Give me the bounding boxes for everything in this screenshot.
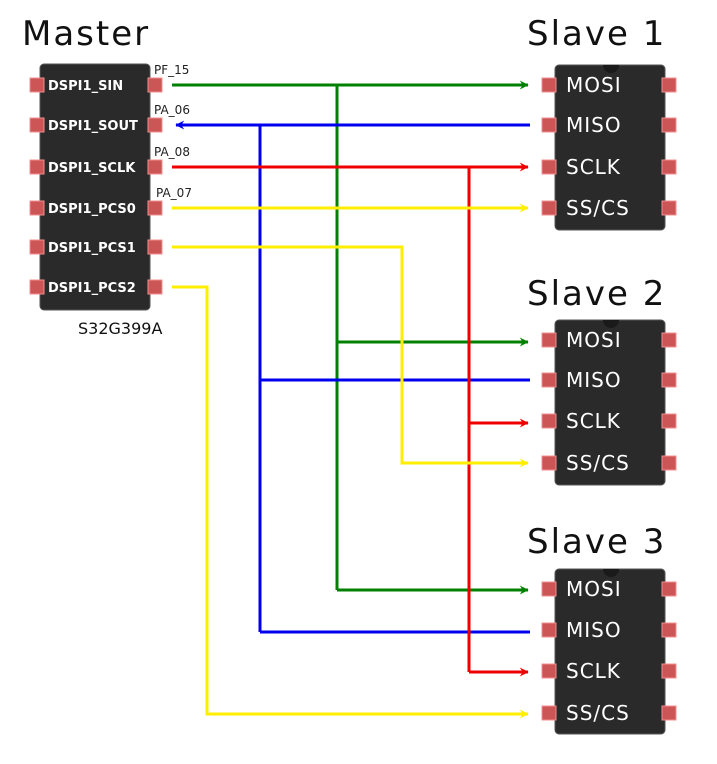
cs-nets [172, 203, 529, 719]
master-pin-label: DSPI1_SCLK [48, 161, 136, 176]
slave-title: Slave 3 [527, 522, 666, 562]
master-pin-right [147, 200, 163, 216]
slave-pin-right [661, 200, 677, 216]
slave-pin-right [661, 622, 677, 638]
slave-pin-left [541, 159, 557, 175]
master-chip-name: S32G399A [78, 319, 162, 338]
master-pin-right [147, 159, 163, 175]
slave-pin-left [541, 663, 557, 679]
master-pin-label: DSPI1_PCS0 [48, 202, 136, 217]
slave-pin-left [541, 622, 557, 638]
master-pin-left [29, 117, 45, 133]
master-pin-label: DSPI1_PCS2 [48, 281, 136, 296]
slave-pin-right [661, 117, 677, 133]
slave-pin-left [541, 332, 557, 348]
slave-pin-left [541, 77, 557, 93]
slave-pin-left [541, 117, 557, 133]
slave-pin-left [541, 455, 557, 471]
master-pin-label: DSPI1_PCS1 [48, 241, 136, 256]
master-pin-left [29, 159, 45, 175]
pcs1-wire-slave2 [172, 245, 529, 468]
slave-3-chip: Slave 3 MOSI MISO SCLK SS/CS [527, 522, 677, 735]
slave-pin-right [661, 159, 677, 175]
miso-net [175, 120, 530, 634]
slave-pin-left [541, 413, 557, 429]
master-pin-left [29, 239, 45, 255]
slave-title: Slave 1 [527, 14, 666, 54]
master-chip: Master DSPI1_SINPF_15DSPI1_SOUTPA_06DSPI… [22, 14, 192, 338]
slave-pin-label: SS/CS [566, 701, 630, 725]
slave-pin-label: MISO [566, 368, 622, 392]
master-pin-left [29, 200, 45, 216]
slave-pin-label: MISO [566, 618, 622, 642]
slave-pin-right [661, 581, 677, 597]
chip-notch [603, 320, 619, 328]
master-pin-label: DSPI1_SOUT [48, 119, 138, 134]
slave-pin-right [661, 663, 677, 679]
slave-pin-left [541, 581, 557, 597]
net-label: PA_06 [154, 103, 190, 117]
slave-pin-label: SS/CS [566, 451, 630, 475]
slave-pin-left [541, 372, 557, 388]
slave-pin-label: MOSI [566, 577, 622, 601]
chip-notch [603, 569, 619, 577]
master-pin-right [147, 77, 163, 93]
chip-notch [603, 65, 619, 73]
slave-title: Slave 2 [527, 274, 666, 314]
slave-pin-right [661, 705, 677, 721]
slave-pin-label: SCLK [566, 155, 621, 179]
sclk-net [172, 162, 529, 677]
pcs2-wire-slave3 [172, 285, 529, 719]
master-chip-body [39, 63, 151, 311]
mosi-net [172, 80, 529, 595]
wires [172, 80, 530, 719]
master-pin-left [29, 279, 45, 295]
slave-pin-label: MOSI [566, 73, 622, 97]
slave-pin-label: MISO [566, 113, 622, 137]
net-label: PA_08 [154, 145, 190, 159]
slave-pin-left [541, 705, 557, 721]
master-pin-right [147, 239, 163, 255]
master-pin-right [147, 279, 163, 295]
net-label: PF_15 [154, 63, 189, 77]
slave-pin-right [661, 77, 677, 93]
slave-pin-right [661, 455, 677, 471]
master-title: Master [22, 14, 150, 54]
slave-1-chip: Slave 1 MOSI MISO SCLK SS/CS [527, 14, 677, 231]
master-pin-left [29, 77, 45, 93]
slave-pin-label: SCLK [566, 659, 621, 683]
slave-pin-label: SCLK [566, 409, 621, 433]
master-pin-right [147, 117, 163, 133]
net-label: PA_07 [156, 186, 192, 200]
slave-pin-label: SS/CS [566, 196, 630, 220]
slave-2-chip: Slave 2 MOSI MISO SCLK SS/CS [527, 274, 677, 486]
slave-pin-right [661, 332, 677, 348]
master-pin-label: DSPI1_SIN [48, 79, 123, 94]
slave-pin-left [541, 200, 557, 216]
slave-pin-right [661, 372, 677, 388]
slave-pin-right [661, 413, 677, 429]
slave-pin-label: MOSI [566, 328, 622, 352]
